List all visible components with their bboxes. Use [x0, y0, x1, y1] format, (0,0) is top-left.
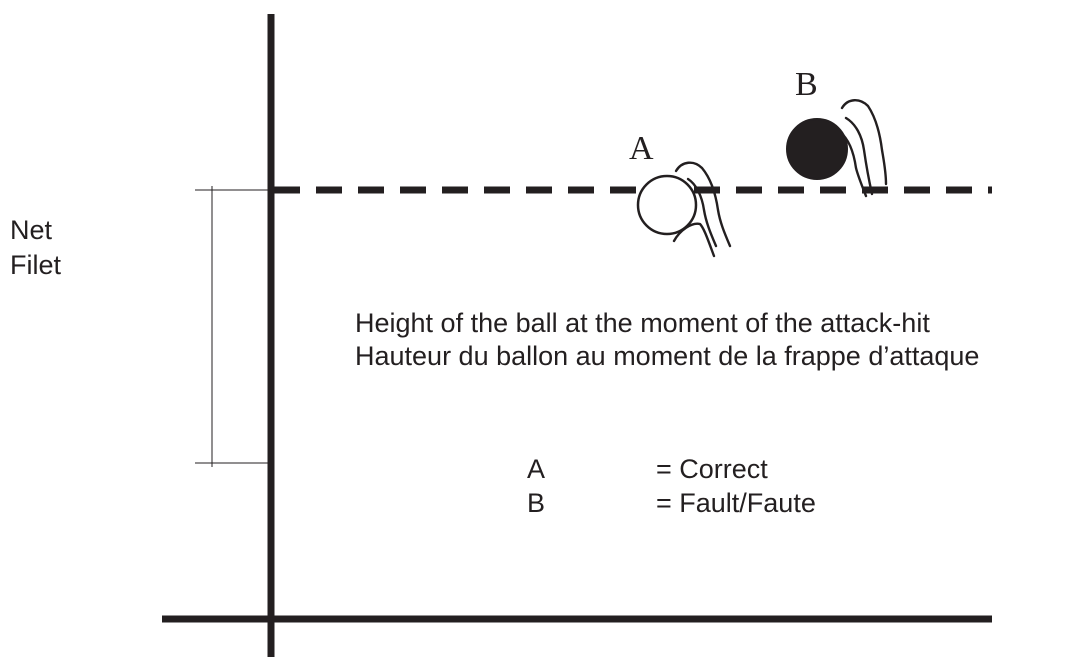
net-height-dimension: [195, 186, 268, 467]
net-label-line2: Filet: [10, 250, 62, 280]
hand-a-icon: [672, 161, 732, 258]
ball-b-label: B: [795, 66, 818, 103]
ball-b: [786, 118, 848, 180]
legend-key-b: B: [527, 488, 545, 518]
legend: A = Correct B = Fault/Faute: [527, 454, 816, 518]
legend-key-a: A: [527, 454, 545, 484]
hand-b-icon: [838, 99, 888, 198]
net-label-line1: Net: [10, 215, 53, 245]
legend-value-b: = Fault/Faute: [656, 488, 816, 518]
ball-a-label: A: [629, 130, 654, 167]
caption-english: Height of the ball at the moment of the …: [355, 308, 930, 338]
ball-a: [636, 174, 698, 236]
legend-value-a: = Correct: [656, 454, 768, 484]
caption-french: Hauteur du ballon au moment de la frappe…: [355, 341, 979, 371]
